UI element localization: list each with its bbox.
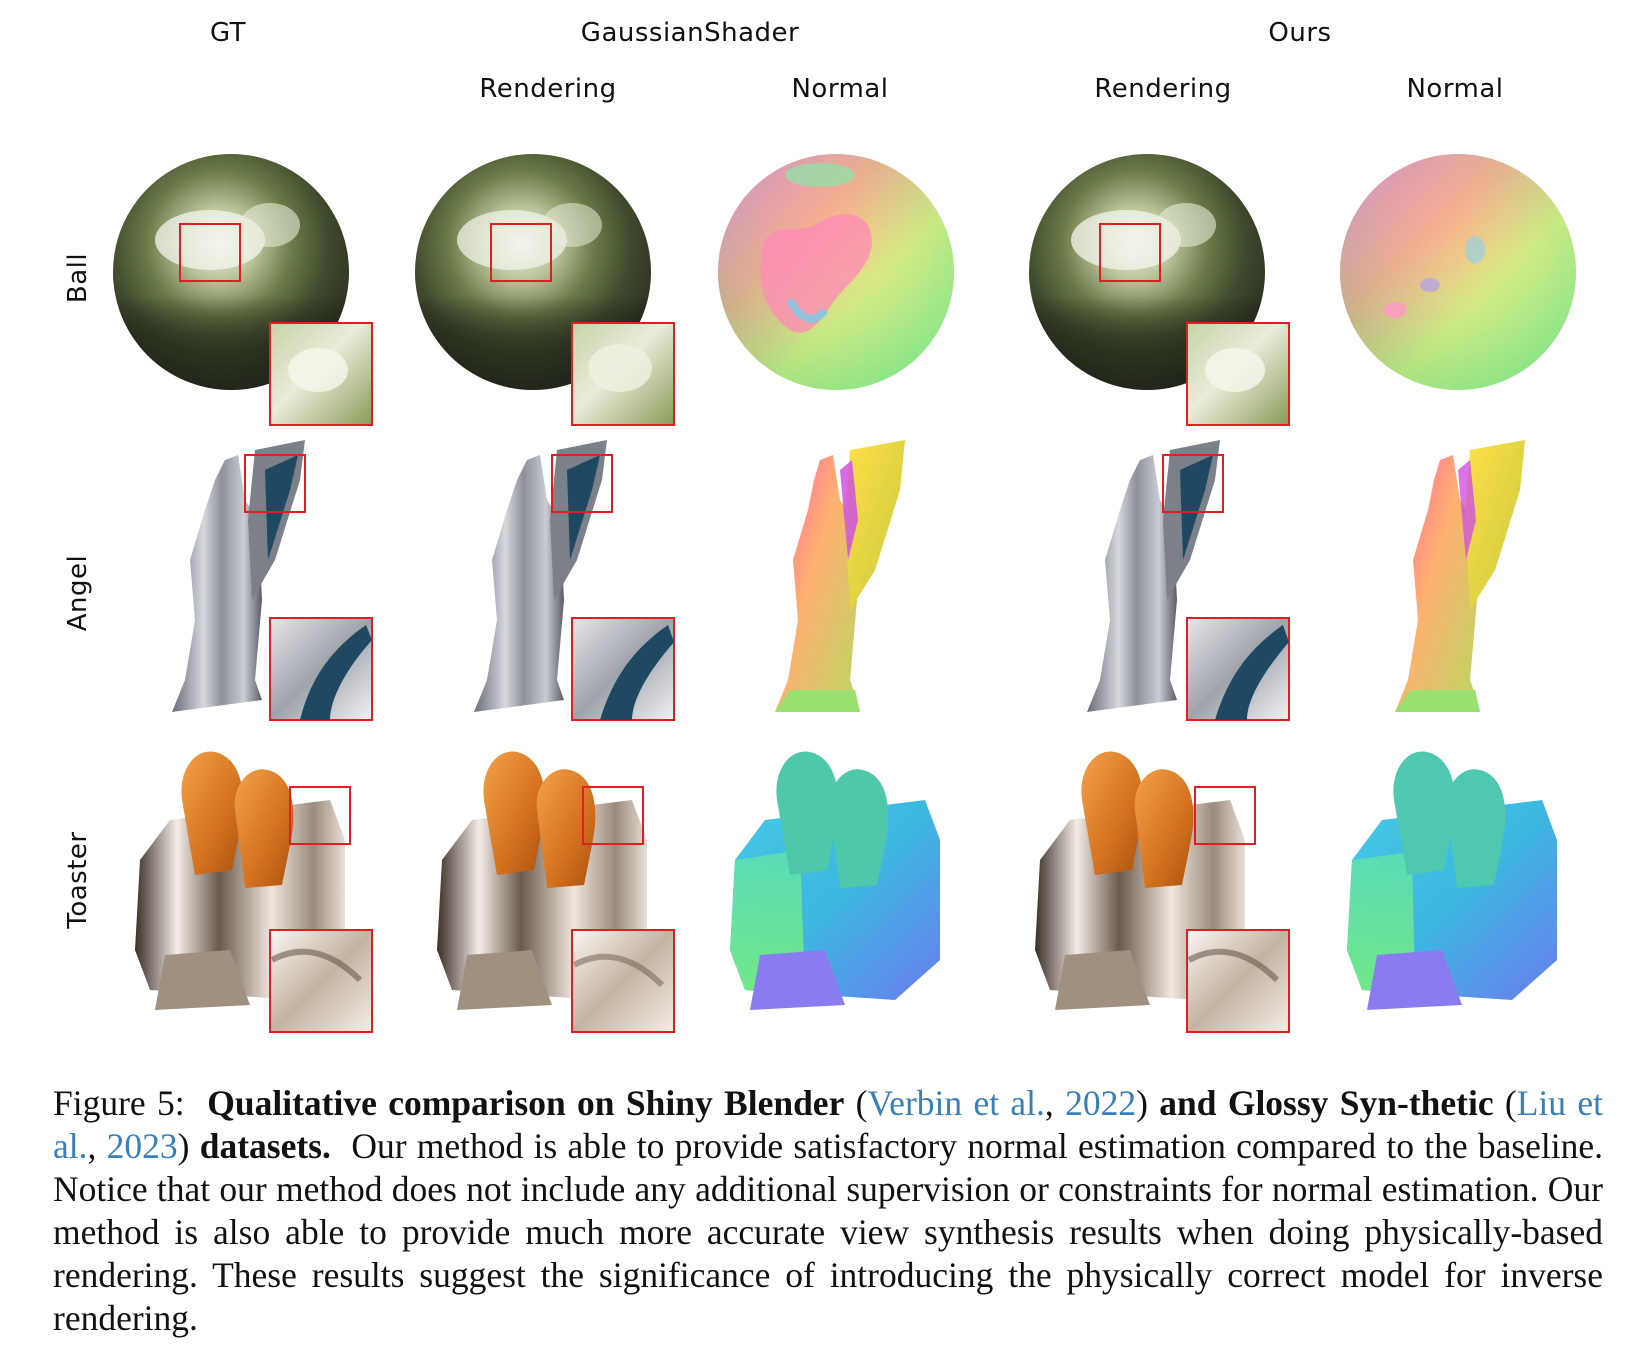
citation-verbin-year[interactable]: 2022: [1065, 1083, 1137, 1123]
ball-baseline-rendering-panel: [415, 154, 675, 426]
subheader-ours-rendering: Rendering: [1094, 74, 1232, 104]
caption-bold-3: datasets.: [189, 1126, 331, 1166]
toaster-ours-rendering-panel: [1035, 751, 1290, 1033]
citation-liu-author[interactable]: Liu et al.: [53, 1083, 1603, 1166]
subheader-baseline-rendering: Rendering: [479, 74, 617, 104]
figure-caption: Figure 5: Qualitative comparison on Shin…: [53, 1082, 1603, 1340]
toaster-baseline-normal-panel: [730, 751, 940, 1010]
figure-panels: [113, 154, 1576, 1033]
toaster-baseline-rendering-panel: [437, 751, 675, 1033]
angel-ours-rendering-panel: [1087, 440, 1290, 721]
caption-close-paren-1: ): [1136, 1083, 1148, 1123]
caption-cite-sep-1: ,: [1044, 1083, 1066, 1123]
caption-open-paren-2: (: [1504, 1083, 1517, 1123]
caption-close-paren-2: ): [177, 1126, 190, 1166]
header-gt: GT: [209, 18, 247, 48]
ball-baseline-normal-panel: [718, 154, 954, 390]
ball-ours-normal-panel: [1340, 154, 1576, 390]
caption-bold-1: Qualitative comparison on Shiny Blender: [207, 1083, 845, 1123]
toaster-ours-normal-panel: [1347, 751, 1557, 1010]
caption-open-paren-1: (: [855, 1083, 868, 1123]
header-ours: Ours: [1268, 18, 1332, 48]
header-baseline: GaussianShader: [580, 18, 800, 48]
angel-gt-panel: [172, 440, 373, 721]
caption-bold-2: and Glossy Syn-thetic: [1147, 1083, 1494, 1123]
figure-label: Figure 5:: [53, 1083, 185, 1123]
citation-liu-year[interactable]: 2023: [106, 1126, 178, 1166]
angel-baseline-normal-panel: [775, 440, 905, 712]
citation-verbin-author[interactable]: Verbin et al.: [867, 1083, 1045, 1123]
angel-baseline-rendering-panel: [474, 440, 675, 721]
subheader-baseline-normal: Normal: [791, 74, 889, 104]
subheader-ours-normal: Normal: [1406, 74, 1504, 104]
ball-gt-panel: [113, 154, 373, 426]
caption-cite-sep-2: ,: [87, 1126, 107, 1166]
angel-ours-normal-panel: [1395, 440, 1525, 712]
ball-ours-rendering-panel: [1029, 154, 1290, 426]
caption-body: Our method is able to provide satisfacto…: [53, 1126, 1604, 1338]
toaster-gt-panel: [135, 751, 373, 1033]
